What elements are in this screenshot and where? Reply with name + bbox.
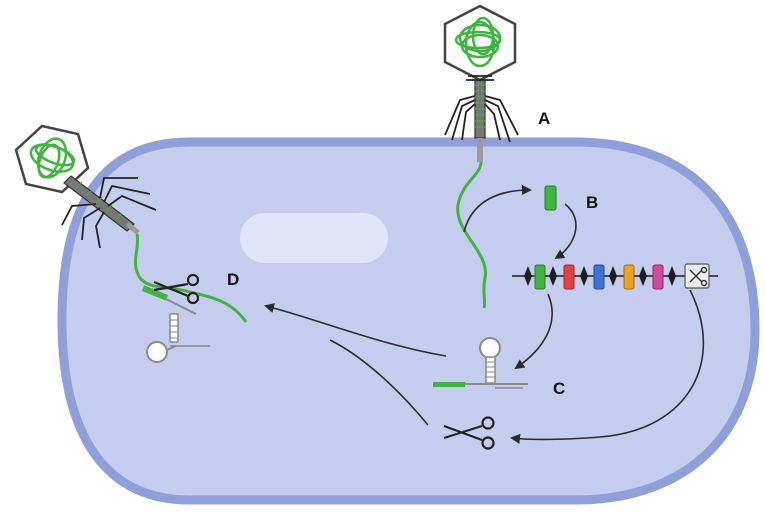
phage-a: A [443, 4, 550, 309]
spacer-red [563, 264, 575, 290]
bacteriophage-icon [14, 124, 157, 249]
bacterial-cell [57, 137, 760, 505]
injected-phage-dna [456, 161, 487, 309]
phage-d: D [14, 124, 248, 363]
arrow-cas-to-scissors [510, 289, 705, 444]
step-b: B [463, 185, 598, 260]
crispr-array [512, 263, 718, 290]
repeat-diamonds [524, 266, 676, 286]
cas-gene-icon [684, 263, 710, 289]
label-d: D [227, 270, 239, 289]
spacer-green [534, 264, 546, 290]
bacteriophage-icon [443, 4, 519, 162]
label-a: A [538, 109, 550, 128]
arrow-spacer-to-array [554, 203, 577, 260]
spacer-orange [623, 264, 635, 290]
scissors-icon [443, 416, 495, 450]
crrna-cas-complex [141, 273, 210, 363]
new-spacer [544, 185, 557, 211]
step-c: C [433, 337, 565, 398]
guide-rna-hairpin [433, 337, 528, 389]
scissors-icon [153, 273, 200, 305]
arrow-dna-to-spacer [463, 185, 532, 233]
label-b: B [586, 193, 598, 212]
label-c: C [553, 379, 565, 398]
spacer-blue [593, 264, 605, 290]
arrow-scissors-to-target [329, 339, 429, 426]
arrow-crrna-to-target [264, 303, 447, 357]
spacer-pink [652, 264, 664, 290]
cell-inclusion [240, 213, 388, 263]
guide-rna-hairpin [141, 285, 210, 363]
arrow-array-to-crrna [514, 293, 553, 370]
cell-body [57, 137, 760, 505]
